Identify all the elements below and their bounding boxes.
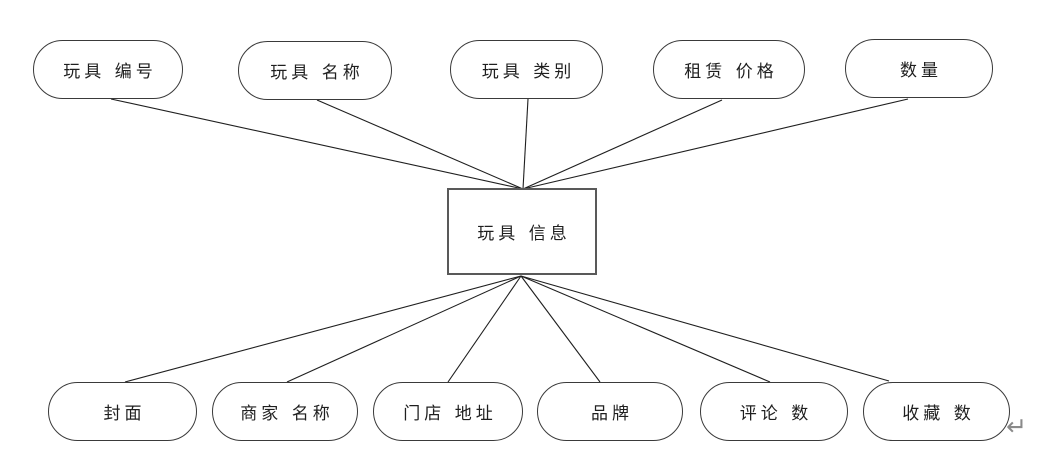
connector-line-toy-category (522, 98, 529, 190)
connector-line-comment-count (520, 275, 771, 383)
connector-line-toy-name (316, 99, 524, 190)
attribute-label: 评论 数 (739, 404, 813, 424)
connector-line-brand (520, 275, 601, 383)
entity-label: 玩具 信息 (477, 224, 571, 244)
attribute-label: 门店 地址 (403, 404, 497, 424)
connector-line-toy-id (110, 98, 524, 190)
attribute-node-merchant-name: 商家 名称 (212, 382, 358, 441)
attribute-label: 品牌 (591, 404, 633, 424)
attribute-node-quantity: 数量 (845, 39, 993, 98)
connector-line-rental-price (522, 99, 723, 190)
attribute-node-cover: 封面 (48, 382, 197, 441)
attribute-node-comment-count: 评论 数 (700, 382, 848, 441)
entity-node-toy-info: 玩具 信息 (447, 188, 597, 275)
attribute-label: 数量 (900, 61, 942, 81)
connector-line-merchant-name (286, 275, 522, 383)
attribute-node-toy-id: 玩具 编号 (33, 40, 183, 99)
attribute-label: 商家 名称 (240, 404, 334, 424)
attribute-label: 租赁 价格 (684, 62, 778, 82)
attribute-node-favorite-count: 收藏 数 (863, 382, 1010, 441)
attribute-node-rental-price: 租赁 价格 (653, 40, 805, 99)
attribute-node-toy-category: 玩具 类别 (450, 40, 603, 99)
paragraph-return-mark: ↵ (1006, 412, 1027, 441)
attribute-node-toy-name: 玩具 名称 (238, 41, 392, 100)
connector-line-quantity (522, 98, 909, 190)
attribute-label: 封面 (103, 404, 146, 424)
attribute-node-store-address: 门店 地址 (373, 382, 523, 441)
attribute-label: 玩具 名称 (270, 63, 364, 83)
attribute-label: 玩具 类别 (481, 62, 576, 82)
connector-line-cover (124, 275, 522, 383)
attribute-node-brand: 品牌 (537, 382, 683, 441)
connector-line-store-address (447, 275, 522, 383)
attribute-label: 玩具 编号 (63, 62, 157, 82)
connector-line-favorite-count (520, 275, 890, 382)
attribute-label: 收藏 数 (902, 404, 975, 424)
